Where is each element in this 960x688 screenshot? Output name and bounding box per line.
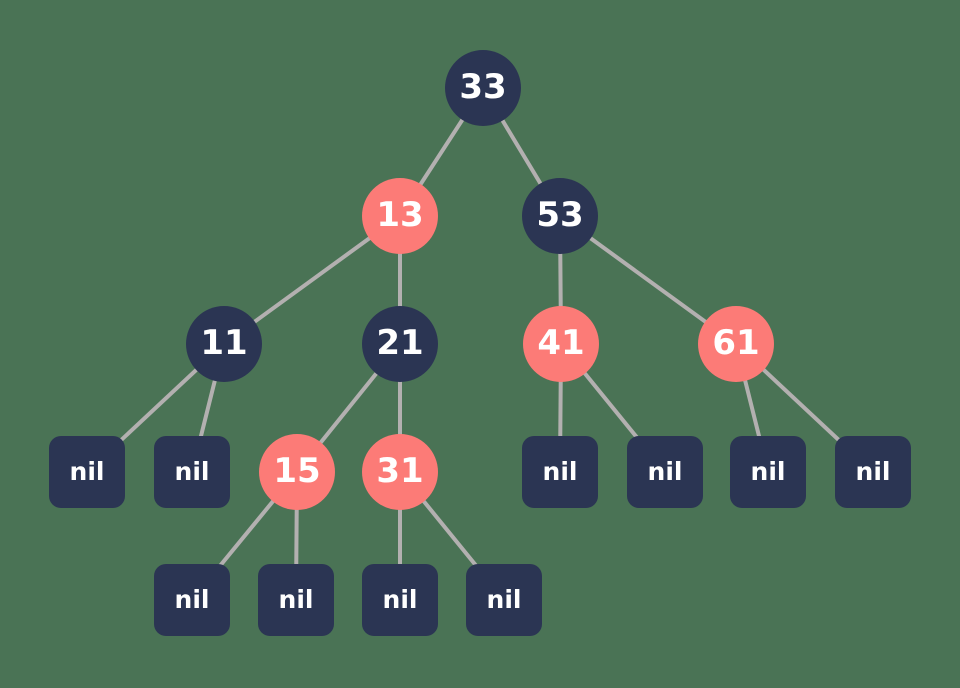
tree-node-61[interactable]: 61 — [698, 306, 774, 382]
tree-node-label: 15 — [273, 451, 321, 491]
tree-node-label: 31 — [376, 451, 424, 491]
tree-node-label: 13 — [376, 195, 424, 235]
tree-node-41[interactable]: 41 — [523, 306, 599, 382]
tree-node-13[interactable]: 13 — [362, 178, 438, 254]
tree-node-label: nil — [382, 584, 418, 614]
tree-node-label: 41 — [537, 323, 585, 363]
tree-node-label: nil — [855, 456, 891, 486]
tree-node-label: nil — [174, 584, 210, 614]
tree-node-label: 11 — [200, 323, 248, 363]
tree-node-label: 33 — [459, 67, 507, 107]
tree-node-label: 61 — [712, 323, 760, 363]
tree-node-nil[interactable]: nil — [49, 436, 125, 508]
tree-node-nil[interactable]: nil — [154, 564, 230, 636]
tree-node-nil[interactable]: nil — [522, 436, 598, 508]
tree-node-label: 53 — [536, 195, 584, 235]
tree-node-nil[interactable]: nil — [154, 436, 230, 508]
tree-node-label: nil — [278, 584, 314, 614]
tree-node-31[interactable]: 31 — [362, 434, 438, 510]
tree-node-nil[interactable]: nil — [362, 564, 438, 636]
tree-node-33[interactable]: 33 — [445, 50, 521, 126]
tree-node-nil[interactable]: nil — [466, 564, 542, 636]
tree-node-label: nil — [750, 456, 786, 486]
tree-node-label: nil — [174, 456, 210, 486]
tree-node-label: nil — [647, 456, 683, 486]
tree-node-nil[interactable]: nil — [730, 436, 806, 508]
tree-node-53[interactable]: 53 — [522, 178, 598, 254]
tree-node-nil[interactable]: nil — [258, 564, 334, 636]
tree-node-15[interactable]: 15 — [259, 434, 335, 510]
tree-node-label: nil — [486, 584, 522, 614]
tree-node-label: nil — [542, 456, 578, 486]
tree-node-nil[interactable]: nil — [627, 436, 703, 508]
tree-node-21[interactable]: 21 — [362, 306, 438, 382]
tree-node-nil[interactable]: nil — [835, 436, 911, 508]
tree-node-label: nil — [69, 456, 105, 486]
tree-node-label: 21 — [376, 323, 424, 363]
tree-node-11[interactable]: 11 — [186, 306, 262, 382]
